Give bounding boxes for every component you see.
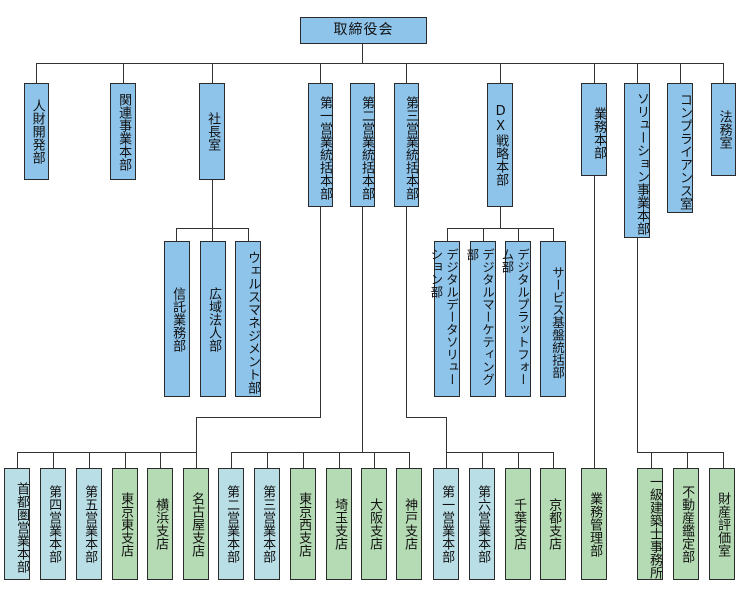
- operations-hq-box: 業務本部: [581, 83, 607, 176]
- affiliated-business-box: 関連事業本部: [110, 83, 136, 180]
- solution-business-box: ソリューション事業本部: [624, 83, 650, 238]
- third-sales-hq-box: 第三営業統括本部: [394, 83, 419, 207]
- second-sales-hq-box: 第二営業統括本部: [350, 83, 375, 207]
- connector-dx-c1: [447, 228, 448, 241]
- connector-solution-c2: [687, 452, 688, 468]
- connector-dx-c3: [518, 228, 519, 241]
- connector-gyomu: [594, 63, 595, 83]
- connector-jinzai: [36, 63, 37, 83]
- connector-level1-bus: [36, 63, 723, 64]
- connector-dx-c2: [483, 228, 484, 241]
- connector-dai3-c3: [518, 452, 519, 468]
- connector-dai2-c6: [409, 452, 410, 468]
- metropolitan-sales-box: 首都圏営業本部: [4, 468, 30, 580]
- connector-solution-down: [637, 238, 638, 452]
- connector-dai2-bus: [231, 452, 409, 453]
- digital-platform-box: デジタルプラットフォーム部: [499, 241, 531, 397]
- sixth-sales-box: 第六営業本部: [469, 468, 495, 580]
- connector-shacho-c1: [176, 228, 177, 241]
- connector-dai1-c6: [196, 452, 197, 468]
- connector-dai3: [406, 63, 407, 83]
- connector-dai1-v: [196, 417, 197, 452]
- digital-marketing-box: デジタルマーケティング部: [464, 241, 496, 397]
- connector-dx-down: [500, 207, 501, 228]
- connector-dai2-down: [362, 207, 363, 452]
- board-of-directors-box: 取締役会: [300, 17, 427, 44]
- trust-business-box: 信託業務部: [164, 241, 190, 397]
- first-sales-hq-box: 第一営業統括本部: [308, 83, 333, 207]
- connector-dai2-c1: [231, 452, 232, 468]
- wide-area-corporate-box: 広域法人部: [200, 241, 226, 397]
- kobe-branch-box: 神戸支店: [396, 468, 422, 580]
- first-sales-box: 第一営業本部: [433, 468, 459, 580]
- connector-dai2-c4: [339, 452, 340, 468]
- connector-solution-c1: [651, 452, 652, 468]
- chiba-branch-box: 千葉支店: [505, 468, 531, 580]
- connector-dai3-h: [406, 417, 447, 418]
- connector-dai3-c4: [553, 452, 554, 468]
- digital-data-solution-box: デジタルデータソリューション部: [428, 241, 460, 397]
- connector-dai2-c5: [374, 452, 375, 468]
- connector-dai3-v: [446, 417, 447, 452]
- connector-dx-c4: [553, 228, 554, 241]
- third-sales-box: 第三営業本部: [254, 468, 280, 580]
- president-office-box: 社長室: [199, 83, 225, 180]
- connector-dx-bus: [447, 228, 553, 229]
- second-sales-box: 第二営業本部: [218, 468, 244, 580]
- connector-shacho-c2: [212, 228, 213, 241]
- connector-shacho-down: [212, 180, 213, 228]
- connector-dai2-c2: [267, 452, 268, 468]
- connector-dai1-bus: [17, 452, 197, 453]
- fourth-sales-box: 第四営業本部: [40, 468, 66, 580]
- connector-dai3-bus: [446, 452, 554, 453]
- connector-dai1-h: [196, 417, 321, 418]
- connector-dai3-c2: [482, 452, 483, 468]
- connector-gyomu-down: [594, 176, 595, 468]
- connector-root-down: [362, 44, 363, 63]
- legal-office-box: 法務室: [711, 83, 736, 176]
- connector-dai1: [320, 63, 321, 83]
- connector-homu: [723, 63, 724, 83]
- connector-dai2-c3: [303, 452, 304, 468]
- connector-shacho: [212, 63, 213, 83]
- fifth-sales-box: 第五営業本部: [76, 468, 102, 580]
- dx-strategy-box: DX戦略本部: [487, 83, 513, 207]
- connector-kanren: [123, 63, 124, 83]
- connector-solution-c3: [723, 452, 724, 468]
- compliance-office-box: コンプライアンス室: [667, 83, 693, 213]
- connector-dai3-down: [406, 207, 407, 417]
- connector-solution-bus: [637, 452, 724, 453]
- connector-dx: [500, 63, 501, 83]
- kyoto-branch-box: 京都支店: [540, 468, 566, 580]
- real-estate-appraisal-box: 不動産鑑定部: [673, 468, 699, 580]
- wealth-management-box: ウェルスマネジメント部: [235, 241, 261, 397]
- connector-dai1-down: [320, 207, 321, 417]
- yokohama-branch-box: 横浜支店: [147, 468, 173, 580]
- architect-office-box: 一級建築士事務所: [637, 468, 663, 580]
- tokyo-east-branch-box: 東京東支店: [112, 468, 138, 580]
- connector-dai1-c5: [160, 452, 161, 468]
- connector-dai3-c1: [446, 452, 447, 468]
- saitama-branch-box: 埼玉支店: [326, 468, 352, 580]
- nagoya-branch-box: 名古屋支店: [183, 468, 209, 580]
- osaka-branch-box: 大阪支店: [361, 468, 387, 580]
- connector-dai1-c4: [125, 452, 126, 468]
- property-valuation-box: 財産評価室: [709, 468, 735, 580]
- connector-dai1-c1: [17, 452, 18, 468]
- connector-dai1-c3: [89, 452, 90, 468]
- service-infrastructure-box: サービス基盤統括部: [540, 241, 566, 397]
- connector-solution: [637, 63, 638, 83]
- tokyo-west-branch-box: 東京西支店: [290, 468, 316, 580]
- operations-management-box: 業務管理部: [581, 468, 607, 580]
- connector-dai1-c2: [53, 452, 54, 468]
- hr-development-box: 人財開発部: [24, 83, 49, 180]
- connector-shacho-c3: [248, 228, 249, 241]
- connector-compliance: [680, 63, 681, 83]
